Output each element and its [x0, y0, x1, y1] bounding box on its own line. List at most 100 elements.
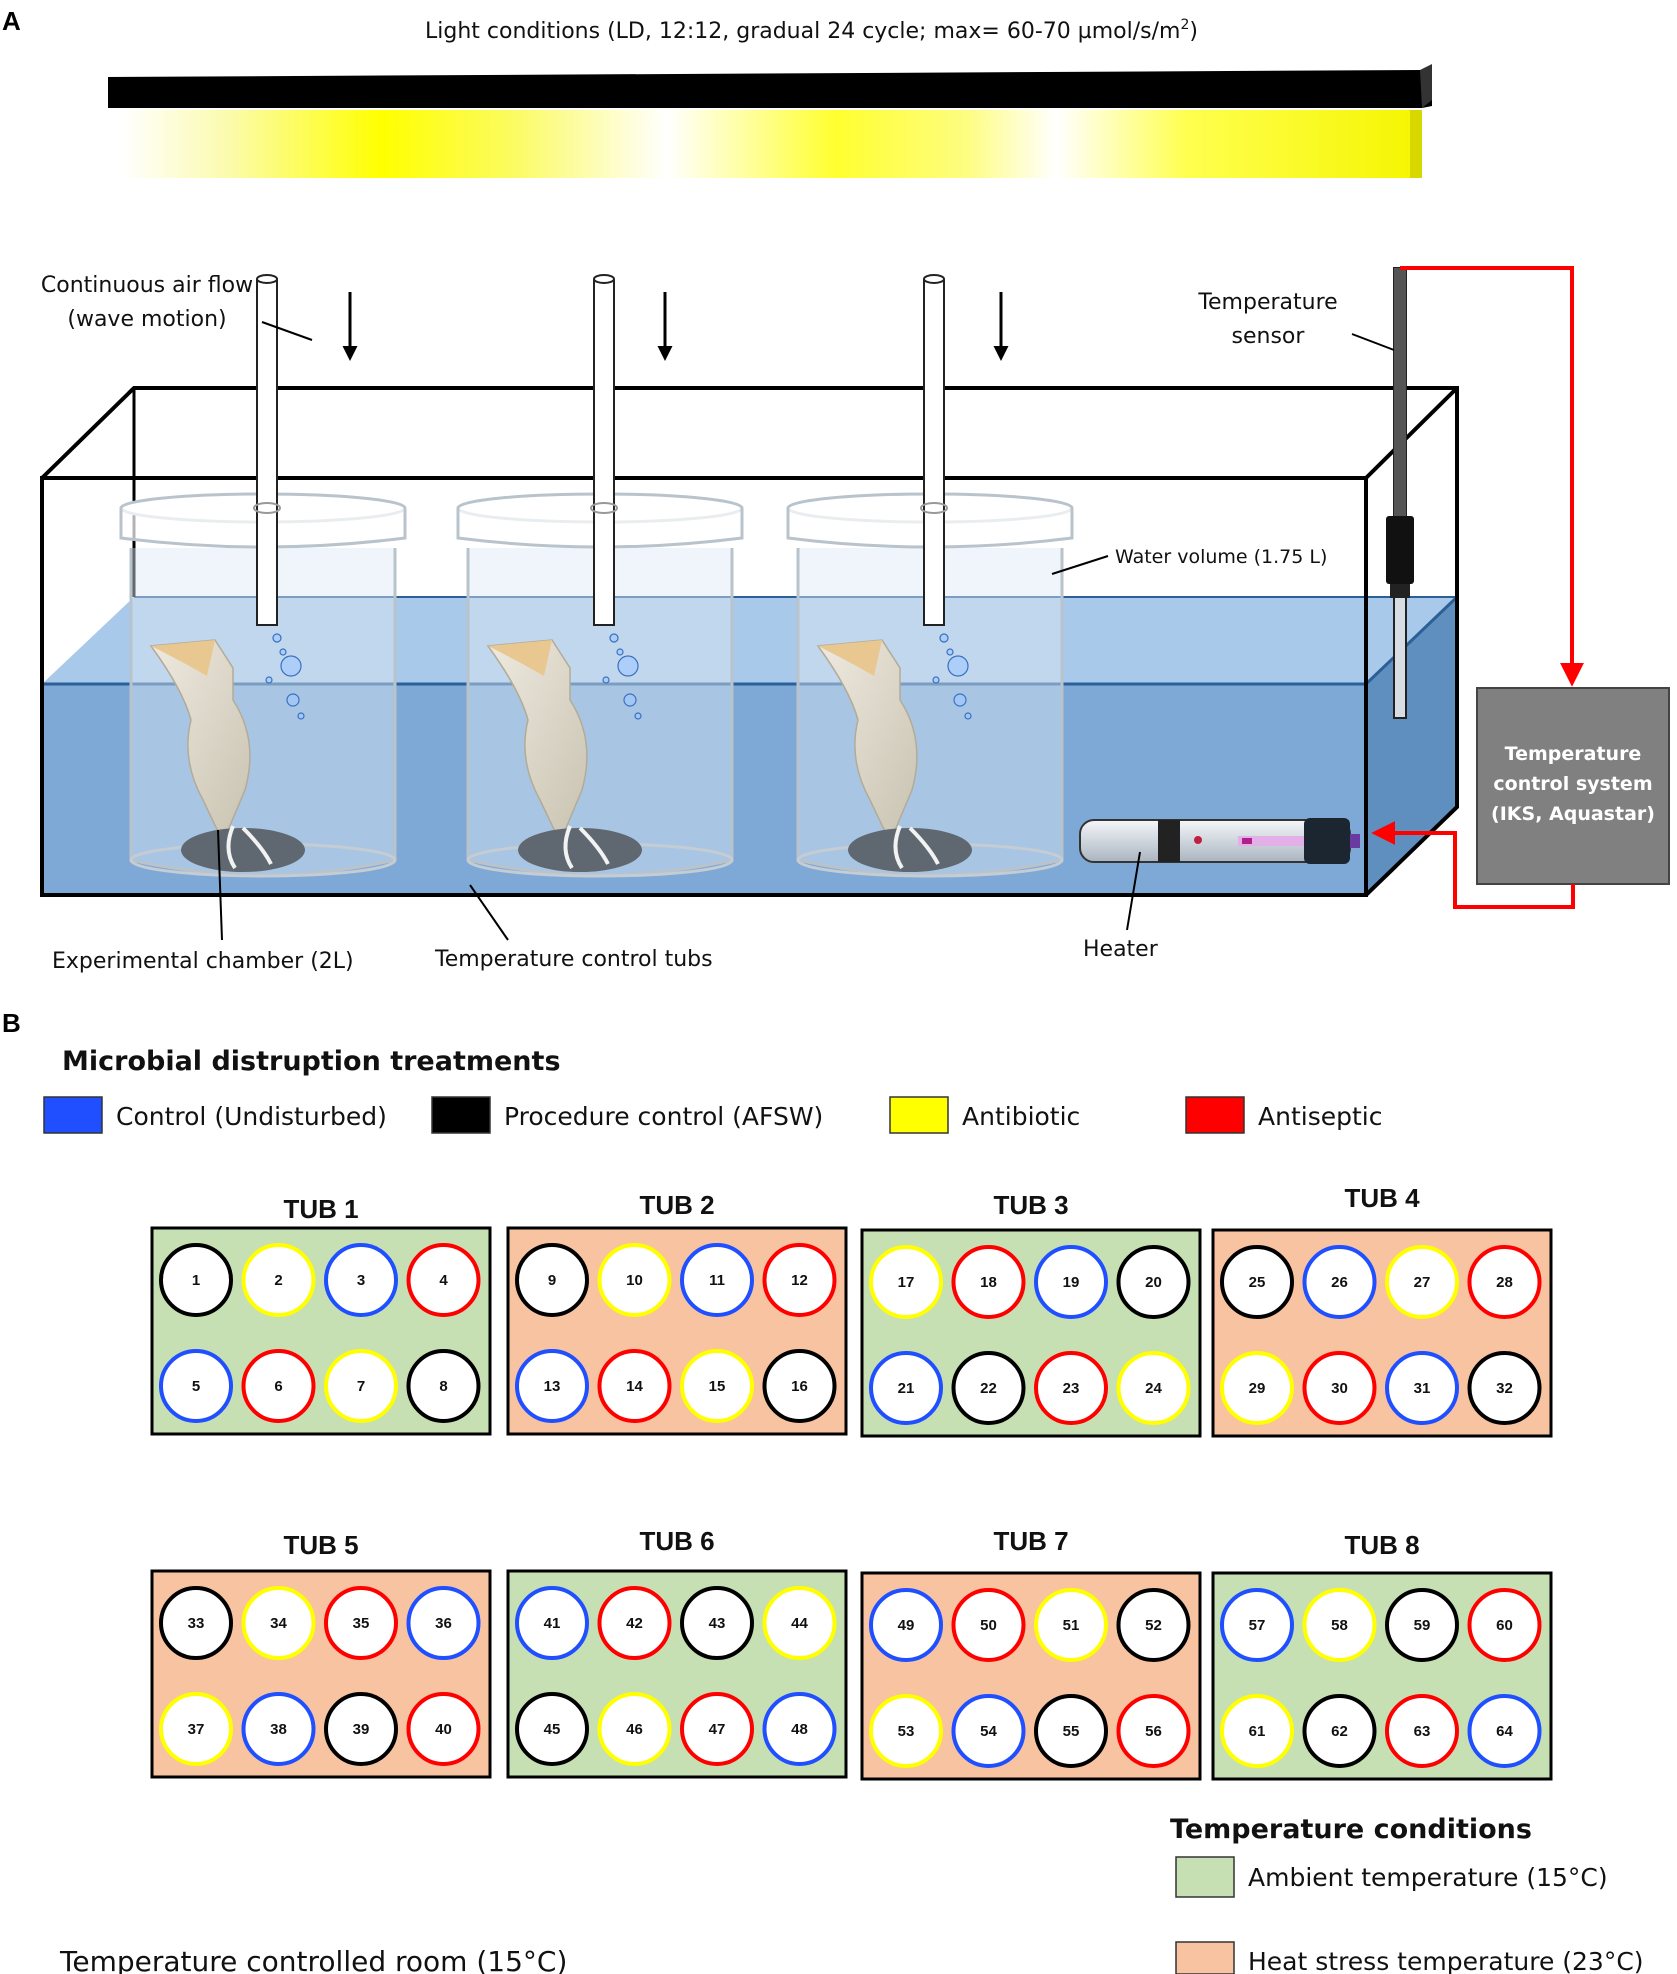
well	[159, 1586, 233, 1660]
temperature-conditions-title: Temperature conditions	[1170, 1814, 1532, 1845]
well	[762, 1586, 837, 1660]
well-number: 48	[791, 1721, 808, 1738]
well-number: 63	[1414, 1723, 1431, 1740]
well-number: 46	[626, 1721, 643, 1738]
tub-title: TUB 8	[1344, 1530, 1419, 1560]
treatment-label: Antibiotic	[962, 1102, 1080, 1131]
well	[1385, 1588, 1459, 1662]
well-number: 31	[1414, 1380, 1431, 1397]
well	[1034, 1588, 1108, 1662]
well-number: 21	[898, 1380, 915, 1397]
well	[597, 1349, 672, 1423]
well-number: 51	[1063, 1617, 1080, 1634]
well-number: 17	[898, 1274, 915, 1291]
well-number: 49	[898, 1617, 915, 1634]
well-number: 35	[353, 1615, 370, 1632]
well-number: 18	[980, 1274, 997, 1291]
well-number: 64	[1496, 1723, 1513, 1740]
well	[241, 1243, 316, 1317]
well-number: 1	[192, 1272, 200, 1289]
treatment-label: Procedure control (AFSW)	[504, 1102, 823, 1131]
well-number: 27	[1414, 1274, 1431, 1291]
well-number: 8	[439, 1378, 447, 1395]
svg-text:(IKS, Aquastar): (IKS, Aquastar)	[1491, 803, 1655, 825]
well-number: 10	[626, 1272, 643, 1289]
svg-text:control system: control system	[1493, 773, 1652, 795]
well-number: 42	[626, 1615, 643, 1632]
well	[1220, 1351, 1294, 1425]
well	[1116, 1694, 1191, 1768]
well	[159, 1349, 233, 1423]
well	[597, 1243, 672, 1317]
treatment-swatch	[43, 1096, 103, 1134]
tub-title: TUB 6	[639, 1526, 714, 1556]
panel-b-letter: B	[2, 1008, 21, 1038]
well-number: 7	[357, 1378, 365, 1395]
ambient-label: Ambient temperature (15°C)	[1248, 1863, 1608, 1892]
treatment-swatch	[1185, 1096, 1245, 1134]
well-number: 19	[1063, 1274, 1080, 1291]
light-bar	[108, 64, 1432, 178]
air-flow-label: Continuous air flow	[41, 273, 253, 298]
well	[1034, 1694, 1108, 1768]
well	[1220, 1694, 1294, 1768]
heat-swatch	[1175, 1941, 1235, 1974]
well	[869, 1588, 943, 1662]
experimental-chambers	[119, 274, 1074, 878]
heater-wire	[1371, 821, 1575, 909]
well-number: 45	[544, 1721, 561, 1738]
well	[951, 1588, 1026, 1662]
experimental-chamber	[786, 274, 1074, 878]
well	[869, 1245, 943, 1319]
well-number: 38	[270, 1721, 287, 1738]
treatment-legend: Control (Undisturbed) Procedure control (…	[43, 1096, 1382, 1134]
well-number: 37	[188, 1721, 205, 1738]
well	[324, 1586, 398, 1660]
well	[241, 1586, 316, 1660]
well	[241, 1349, 316, 1423]
tub-title: TUB 4	[1344, 1183, 1420, 1213]
well-number: 16	[791, 1378, 808, 1395]
well-number: 22	[980, 1380, 997, 1397]
well-number: 53	[898, 1723, 915, 1740]
well-number: 50	[980, 1617, 997, 1634]
well	[1302, 1351, 1377, 1425]
well-number: 55	[1063, 1723, 1080, 1740]
well	[951, 1694, 1026, 1768]
tub-title: TUB 5	[283, 1530, 358, 1560]
well	[1302, 1694, 1377, 1768]
well	[680, 1692, 754, 1766]
well-number: 56	[1145, 1723, 1162, 1740]
temperature-control-tubs-label: Temperature control tubs	[434, 947, 713, 972]
air-flow-arrows	[342, 292, 1009, 361]
well	[869, 1351, 943, 1425]
well	[762, 1349, 837, 1423]
treatment-legend-item: Procedure control (AFSW)	[431, 1096, 823, 1134]
well	[1385, 1245, 1459, 1319]
well-number: 54	[980, 1723, 997, 1740]
svg-text:Temperature: Temperature	[1505, 743, 1642, 765]
tub-title: TUB 3	[993, 1190, 1068, 1220]
well-number: 11	[709, 1272, 725, 1289]
well-number: 32	[1496, 1380, 1513, 1397]
well-number: 5	[192, 1378, 200, 1395]
well	[680, 1586, 754, 1660]
well-number: 26	[1331, 1274, 1348, 1291]
well	[1385, 1694, 1459, 1768]
well	[1116, 1245, 1191, 1319]
well	[597, 1692, 672, 1766]
well	[762, 1692, 837, 1766]
well	[406, 1243, 481, 1317]
well	[406, 1349, 481, 1423]
well-number: 20	[1145, 1274, 1162, 1291]
well	[1467, 1245, 1542, 1319]
well	[515, 1349, 589, 1423]
treatment-label: Control (Undisturbed)	[116, 1102, 387, 1131]
water-volume-label: Water volume (1.75 L)	[1115, 546, 1327, 568]
temperature-control-system: Temperature control system (IKS, Aquasta…	[1476, 687, 1670, 885]
